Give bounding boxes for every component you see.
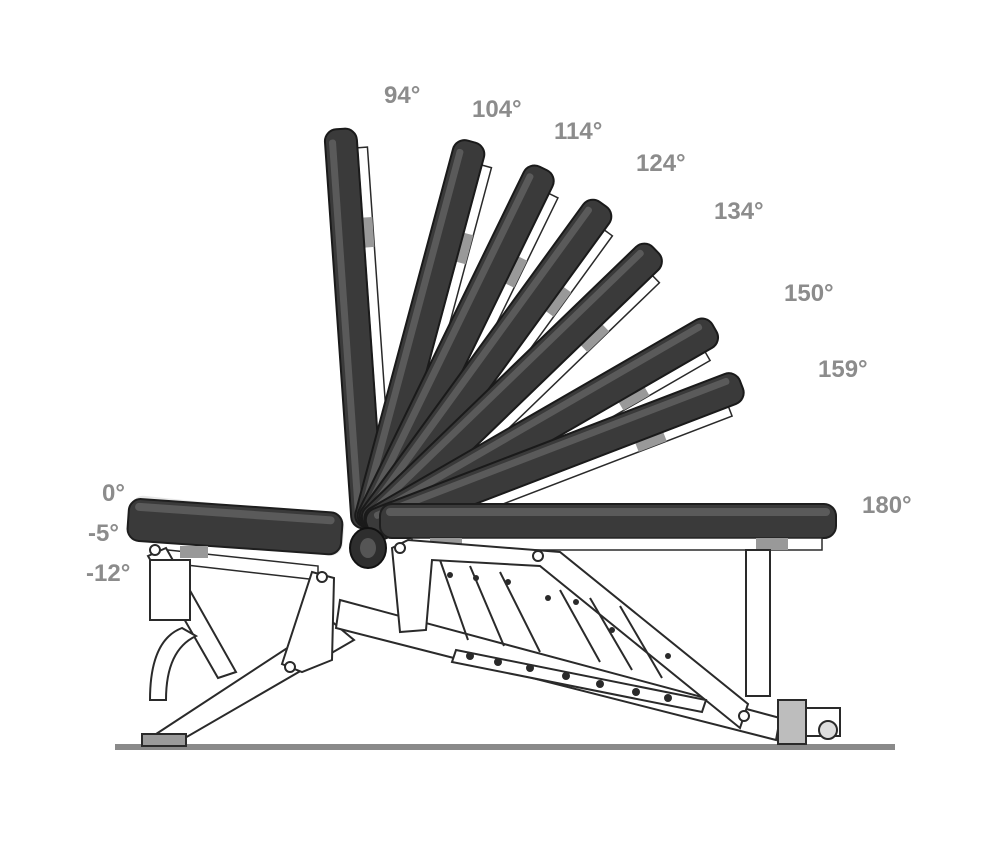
angle-label-114: 114° (554, 118, 603, 145)
angle-label-180: 180° (862, 492, 912, 519)
angle-label-150: 150° (784, 280, 834, 307)
seat-pad (126, 495, 345, 581)
back-pad-180 (379, 503, 837, 551)
bench-frame (141, 538, 841, 747)
hinge (349, 527, 387, 569)
frame-bolts (447, 572, 672, 702)
angle-label-124: 124° (636, 150, 686, 177)
floor-line (115, 744, 895, 750)
angle-label-104: 104° (472, 96, 522, 123)
seat-angle-label-minus-12: -12° (86, 560, 131, 587)
angle-label-134: 134° (714, 198, 764, 225)
angle-label-94: 94° (384, 82, 421, 109)
seat-angle-label-minus-5: -5° (88, 520, 119, 547)
back-pad-positions (323, 127, 745, 541)
angle-label-159: 159° (818, 356, 868, 383)
seat-angle-label-0: 0° (102, 480, 125, 507)
